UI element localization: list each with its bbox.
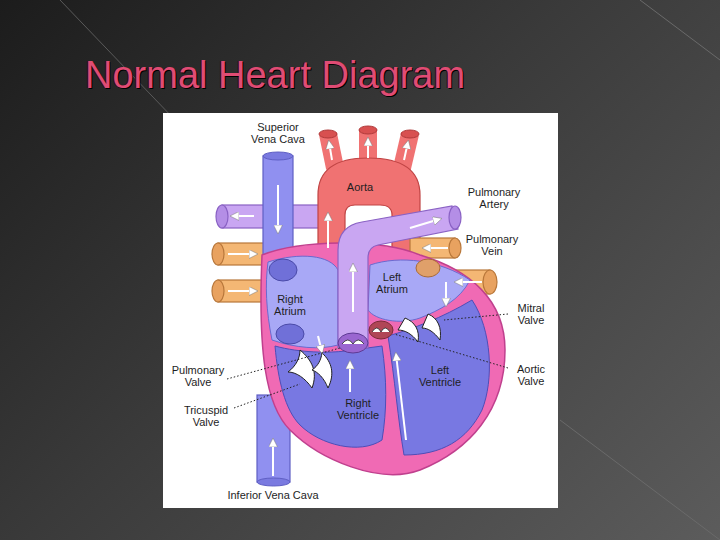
image-panel <box>163 113 558 508</box>
part-label: Tricuspid Valve <box>175 404 237 428</box>
valve-flap <box>288 350 314 388</box>
leader-line <box>394 334 508 368</box>
vessel-end <box>359 126 377 134</box>
part-label: Inferior Vena Cava <box>213 489 333 501</box>
flow-arrow <box>272 440 274 476</box>
vessel-end <box>212 280 224 302</box>
flow-arrow <box>228 290 256 292</box>
part-label: Right Atrium <box>270 293 310 317</box>
flow-arrow <box>329 142 332 160</box>
vessel-end <box>263 152 293 160</box>
leader-line <box>444 314 508 320</box>
flow-arrow <box>424 247 448 249</box>
flow-arrow <box>232 215 254 217</box>
valve-flap <box>342 340 364 344</box>
vessel-end <box>449 206 461 229</box>
flow-arrow <box>327 214 329 248</box>
part-label: Right Ventricle <box>329 397 387 421</box>
flow-arrow <box>352 265 354 312</box>
part-label: Superior Vena Cava <box>247 121 309 145</box>
aortic-valve <box>369 321 393 339</box>
leader-line <box>234 384 300 408</box>
flow-arrow <box>228 253 256 255</box>
pulmonary-artery <box>338 206 458 348</box>
left-ventricle <box>388 300 489 455</box>
vessel-end <box>449 238 461 258</box>
vessel-end <box>257 478 290 486</box>
leader-line <box>227 348 340 379</box>
aorta-branch <box>328 134 335 168</box>
valve-flap <box>398 318 418 342</box>
flow-arrow <box>277 185 279 232</box>
valve-flap <box>422 314 441 340</box>
vessel-end <box>212 243 224 265</box>
vessel-opening <box>269 259 297 281</box>
flow-arrow <box>404 142 408 160</box>
vessel-end <box>483 270 497 294</box>
leader-lines <box>227 314 508 408</box>
vessel-end <box>401 130 419 138</box>
slide-title: Normal Heart Diagram <box>85 56 465 94</box>
aorta-branch <box>402 134 410 168</box>
flow-arrow <box>318 336 322 352</box>
part-label: Pulmonary Vein <box>461 233 523 257</box>
right-atrium <box>266 256 338 348</box>
vessel-end <box>319 130 337 138</box>
flow-arrow <box>456 281 482 283</box>
background-line <box>560 420 720 540</box>
flow-arrow <box>367 139 369 158</box>
flow-arrow <box>396 354 406 440</box>
heart-wall <box>261 243 505 474</box>
flow-arrow <box>445 282 447 305</box>
valve-flap <box>372 328 390 332</box>
pulmonary-valve <box>338 333 368 353</box>
valve-flap <box>312 353 332 388</box>
vessel-end <box>216 205 228 228</box>
vessel-opening <box>276 324 304 344</box>
part-label: Pulmonary Artery <box>463 186 525 210</box>
part-label: Left Ventricle <box>411 364 469 388</box>
flow-arrow <box>349 362 351 392</box>
part-label: Aortic Valve <box>511 363 551 387</box>
part-label: Aorta <box>335 181 385 193</box>
vessel-opening <box>416 259 440 277</box>
flow-arrows <box>228 139 482 476</box>
part-label: Left Atrium <box>372 271 412 295</box>
background-line <box>640 0 720 60</box>
part-label: Pulmonary Valve <box>167 364 229 388</box>
flow-arrow <box>410 219 440 228</box>
part-label: Mitral Valve <box>511 302 551 326</box>
